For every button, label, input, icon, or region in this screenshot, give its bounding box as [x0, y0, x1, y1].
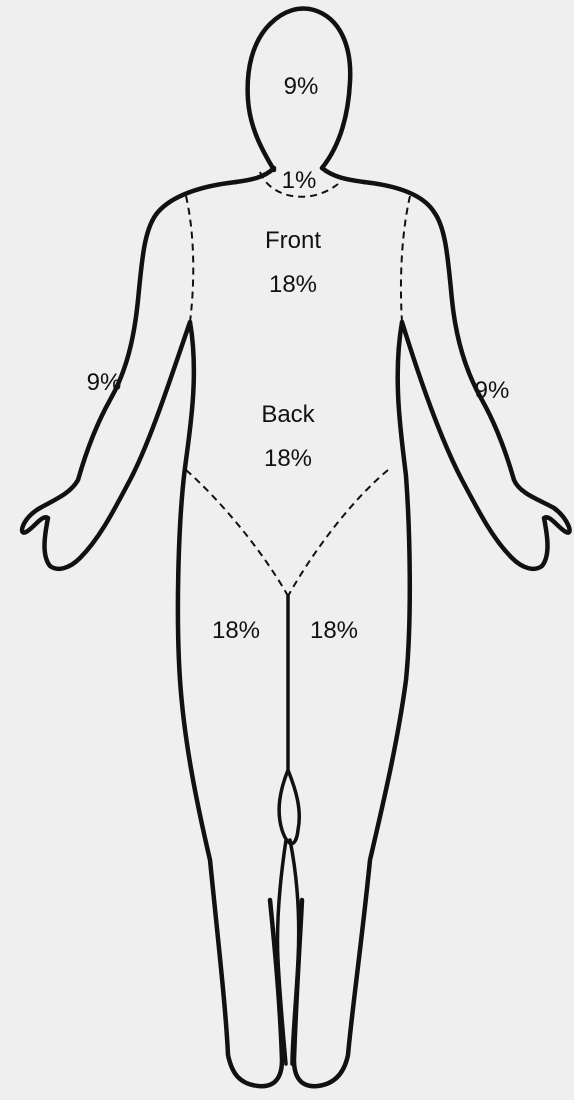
left-groin-dashed-line	[186, 470, 288, 596]
neck-label: 1%	[282, 167, 317, 194]
neck-left-outline	[236, 168, 274, 182]
right-arm-label: 9%	[475, 377, 510, 404]
right-shoulder-dashed-line	[401, 196, 410, 322]
left-leg-label: 18%	[212, 617, 260, 644]
leg-divider-line	[277, 596, 299, 1064]
neck-right-outline	[322, 168, 364, 182]
left-shoulder-dashed-line	[186, 196, 193, 322]
right-groin-dashed-line	[288, 470, 388, 596]
front-word-label: Front	[265, 227, 321, 254]
head-label: 9%	[284, 73, 319, 100]
right-leg-label: 18%	[310, 617, 358, 644]
back-value-label: 18%	[264, 445, 312, 472]
back-word-label: Back	[261, 401, 315, 428]
left-arm-label: 9%	[87, 369, 122, 396]
front-value-label: 18%	[269, 271, 317, 298]
